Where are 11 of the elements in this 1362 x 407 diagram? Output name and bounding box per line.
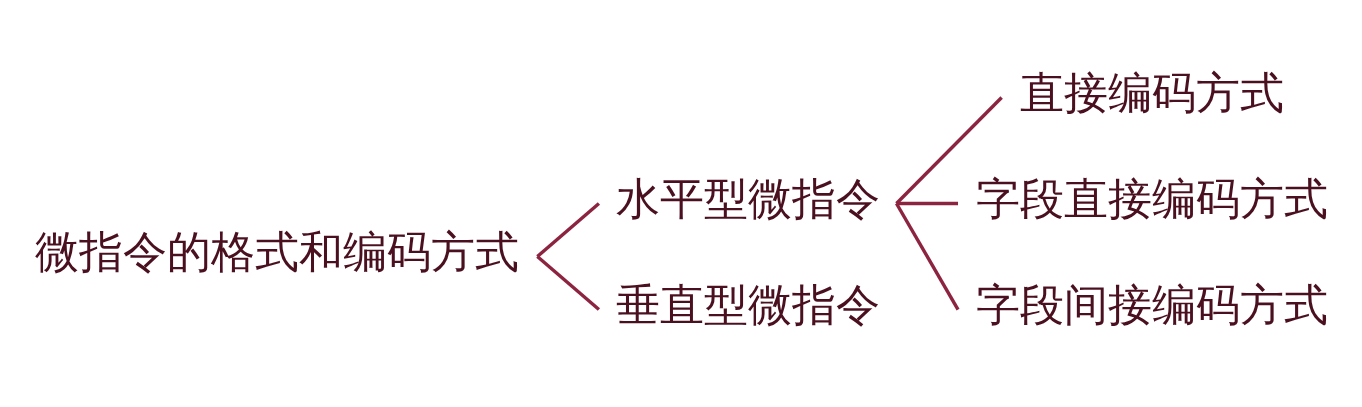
connector bbox=[896, 201, 959, 206]
connector bbox=[536, 255, 601, 311]
node-text: 直接编码方式 bbox=[1020, 67, 1285, 119]
node-text: 字段直接编码方式 bbox=[976, 173, 1329, 225]
node-text: 字段间接编码方式 bbox=[976, 279, 1329, 331]
connector bbox=[895, 202, 960, 311]
node-text: 微指令的格式和编码方式 bbox=[34, 226, 519, 278]
connector bbox=[536, 202, 601, 258]
node-text: 垂直型微指令 bbox=[615, 279, 880, 331]
node-text: 水平型微指令 bbox=[615, 173, 880, 225]
connector bbox=[895, 96, 1003, 205]
